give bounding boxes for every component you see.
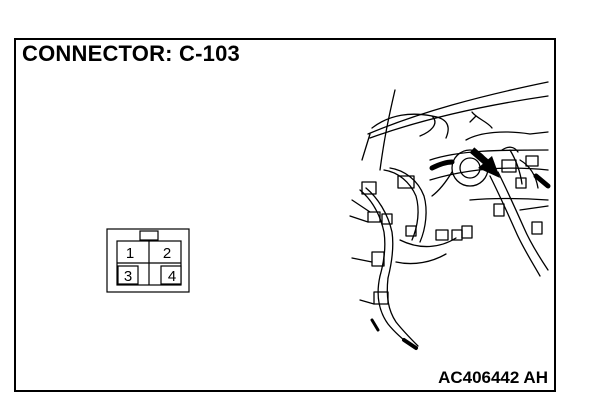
pin-4-label: 4 — [168, 268, 176, 285]
pin-4-cavity — [160, 265, 182, 285]
diagram-frame — [14, 38, 556, 392]
connector-latch — [139, 230, 159, 241]
pin-1-label: 1 — [126, 245, 134, 262]
main-harness — [359, 189, 386, 277]
pin-3-label: 3 — [124, 268, 132, 285]
pin-2-label: 2 — [163, 245, 171, 262]
location-arrow — [469, 147, 500, 178]
connector-title: CONNECTOR: C-103 — [22, 41, 240, 66]
figure-code: AC406442 AH — [438, 368, 548, 387]
pin-3-cavity — [117, 265, 139, 285]
